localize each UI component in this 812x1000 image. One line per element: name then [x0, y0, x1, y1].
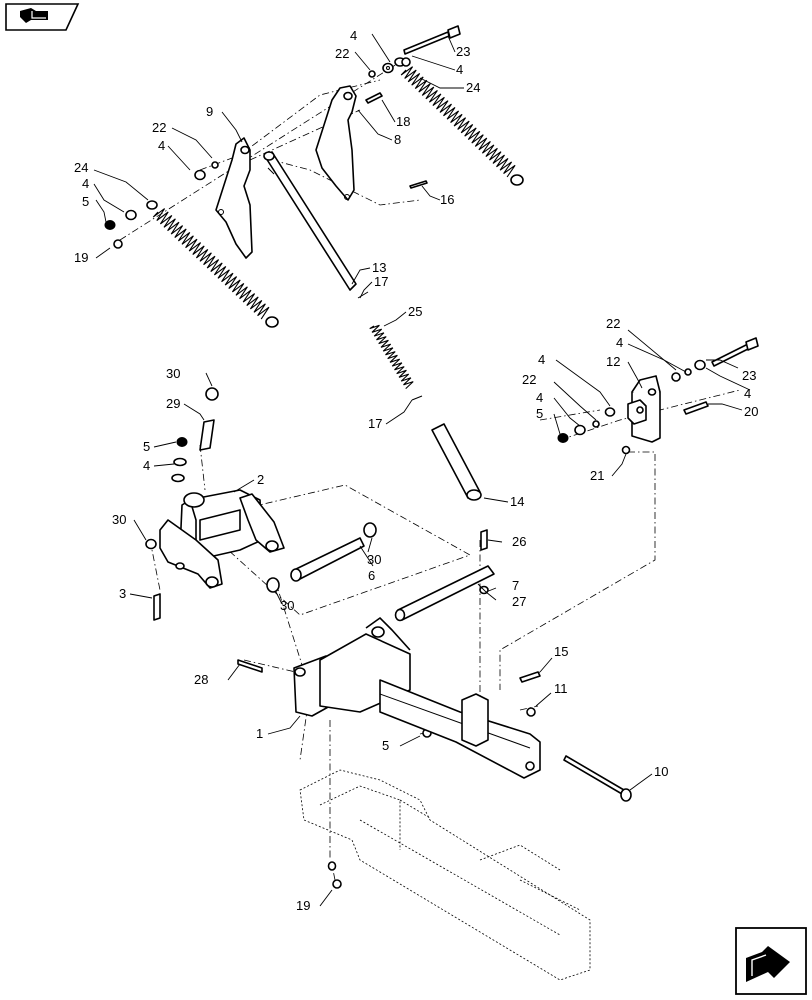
callout: 4 [143, 458, 150, 473]
callout-labels: 23 4 24 4 22 18 8 9 22 4 24 4 5 19 16 13… [74, 28, 758, 913]
callout: 2 [257, 472, 264, 487]
callout: 4 [350, 28, 357, 43]
shaft-6 [290, 537, 365, 582]
rod-13 [263, 151, 357, 291]
callout: 22 [522, 372, 536, 387]
bushing-30-b [266, 577, 280, 593]
callout: 4 [456, 62, 463, 77]
callout: 17 [368, 416, 382, 431]
pivot-bracket-2 [159, 489, 285, 589]
callout: 25 [408, 304, 422, 319]
bolt-3 [153, 593, 161, 621]
drawbar-phantom [299, 769, 591, 981]
callout: 5 [536, 406, 543, 421]
bolt-15 [519, 671, 541, 683]
callout: 11 [554, 681, 568, 696]
callout: 20 [744, 404, 758, 419]
callout: 22 [335, 46, 349, 61]
spring-25 [369, 324, 414, 390]
washers-and-nuts [104, 57, 706, 889]
bolt-18 [365, 92, 383, 104]
bracket-12 [627, 375, 661, 443]
tube-14 [431, 423, 482, 501]
callout: 26 [512, 534, 526, 549]
callout: 22 [152, 120, 166, 135]
callout: 7 [512, 578, 519, 593]
bolt-20 [683, 401, 709, 415]
callout: 29 [166, 396, 180, 411]
callout: 27 [512, 594, 526, 609]
leader-lines [93, 33, 751, 907]
arrow-left-icon [20, 8, 48, 23]
callout: 28 [194, 672, 208, 687]
spring-left [146, 200, 279, 328]
shaft-7 [394, 565, 495, 622]
callout: 23 [456, 44, 470, 59]
callout: 5 [382, 738, 389, 753]
callout: 4 [158, 138, 165, 153]
callout: 3 [119, 586, 126, 601]
bolt-26 [480, 529, 488, 551]
bolt-23-right [711, 337, 759, 367]
callout: 14 [510, 494, 524, 509]
callout: 30 [166, 366, 180, 381]
callout: 18 [396, 114, 410, 129]
callout: 13 [372, 260, 386, 275]
pin-16 [409, 180, 428, 189]
callout: 24 [466, 80, 480, 95]
spring-right [394, 57, 524, 186]
bracket-plate-8 [315, 85, 357, 201]
callout: 21 [590, 468, 604, 483]
cotter-pin-17-top [357, 291, 369, 299]
callout: 4 [616, 335, 623, 350]
callout: 23 [742, 368, 756, 383]
callout: 15 [554, 644, 568, 659]
callout: 16 [440, 192, 454, 207]
callout: 9 [206, 104, 213, 119]
callout: 1 [256, 726, 263, 741]
callout: 12 [606, 354, 620, 369]
callout: 5 [143, 439, 150, 454]
spacer-29 [199, 419, 215, 451]
next-page-button[interactable] [735, 927, 807, 995]
callout: 10 [654, 764, 668, 779]
callout: 24 [74, 160, 88, 175]
callout: 30 [367, 552, 381, 567]
center-lines [119, 61, 741, 881]
bolt-23-top [403, 25, 461, 55]
callout: 30 [280, 598, 294, 613]
callout: 19 [74, 250, 88, 265]
callout: 4 [538, 352, 545, 367]
main-frame-1 [293, 617, 541, 779]
callout: 17 [374, 274, 388, 289]
callout: 19 [296, 898, 310, 913]
bushing-30-a [363, 522, 377, 538]
callout: 4 [82, 176, 89, 191]
bolt-10 [563, 755, 632, 802]
callout: 5 [82, 194, 89, 209]
callout: 8 [394, 132, 401, 147]
callout: 22 [606, 316, 620, 331]
prev-page-button[interactable] [5, 3, 80, 31]
callout: 6 [368, 568, 375, 583]
callout: 30 [112, 512, 126, 527]
arrow-right-icon [746, 946, 790, 982]
bolt-28 [237, 659, 263, 673]
callout: 4 [744, 386, 751, 401]
bracket-plate-9 [215, 137, 253, 259]
cotter-pin-17-bottom [411, 395, 423, 401]
callout: 4 [536, 390, 543, 405]
